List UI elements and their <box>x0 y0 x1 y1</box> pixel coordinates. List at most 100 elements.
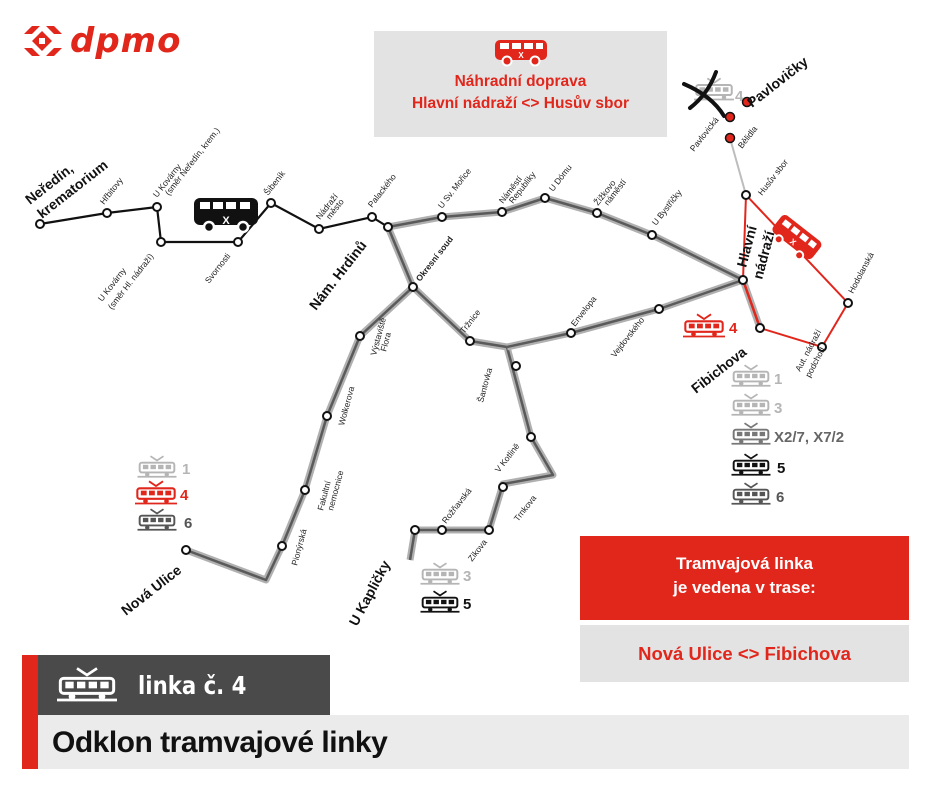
diversion-route-box: Nová Ulice <> Fibichova <box>580 625 909 682</box>
label-vystaviste-b: Flora <box>378 331 393 353</box>
stops <box>35 190 853 555</box>
stop-okresni-soud <box>408 282 418 292</box>
stop-wolkerova <box>322 411 332 421</box>
tram-icon <box>731 393 771 416</box>
stop-pavlovicky <box>741 96 753 108</box>
nova-ulice-line-6: 6 <box>184 515 192 532</box>
label-palackeho: Palackého <box>366 172 398 210</box>
kaplicky-line-5: 5 <box>463 596 471 613</box>
label-u-bystricky: U Bystřičky <box>650 187 685 227</box>
stop-hodolanska <box>843 298 853 308</box>
stop-u-kaplicky <box>410 525 420 535</box>
title-bar: Odklon tramvajové linky <box>38 715 909 769</box>
fibichova-lines: 1 3 X2/7, X7/2 5 6 <box>731 364 844 506</box>
fibichova-red-line-number: 4 <box>729 320 738 337</box>
stop-roznavska <box>437 525 447 535</box>
replacement-bus-route <box>741 194 850 349</box>
stop-santovka <box>511 361 521 371</box>
kaplicky-line-3: 3 <box>463 568 471 585</box>
replacement-route: Hlavní nádraží <> Husův sbor <box>411 95 630 112</box>
stop-svornosti <box>233 237 243 247</box>
pavlovicky-closed-tram: 4 <box>682 70 744 118</box>
stop-u-kovarny-1 <box>152 202 162 212</box>
stop-vystaviste <box>355 331 365 341</box>
stop-fibichova <box>755 323 765 333</box>
stop-nadrazi-mesto <box>314 224 324 234</box>
tram-icon <box>420 562 460 585</box>
line-badge-text: linka č. 4 <box>138 670 247 700</box>
stop-nova-ulice <box>181 545 191 555</box>
label-u-domu: U Dómu <box>547 162 574 193</box>
label-zikova: Zikova <box>466 537 489 563</box>
label-trznice: Tržnice <box>458 307 483 335</box>
black-bus-icon: X <box>194 198 258 234</box>
label-fibichova: Fibichova <box>688 343 750 396</box>
tram-icon <box>137 455 177 478</box>
line-badge: linka č. 4 <box>38 655 330 715</box>
title-accent-bar <box>22 655 38 769</box>
tram-icon <box>731 422 771 445</box>
stop-nam-hrdinu <box>383 222 393 232</box>
info-line-1: Tramvajová linka <box>675 554 814 573</box>
stop-u-kovarny-2 <box>156 237 166 247</box>
stop-trnkova <box>498 482 508 492</box>
fibichova-line-3: 3 <box>774 400 782 417</box>
replacement-transport-box: X Náhradní doprava Hlavní nádraží <> Hus… <box>374 31 667 137</box>
black-bus-badge: X <box>222 215 230 227</box>
stop-hrbitovy <box>102 208 112 218</box>
nova-ulice-line-4: 4 <box>180 487 189 504</box>
stop-fakultni <box>300 485 310 495</box>
dpmo-logo: dpmo <box>22 24 181 58</box>
label-u-kaplicky: U Kapličky <box>346 558 394 629</box>
nova-ulice-line-1: 1 <box>182 461 190 478</box>
label-trnkova: Trnkova <box>512 493 539 523</box>
stop-aut-nadrazi <box>817 342 827 352</box>
stop-palackeho <box>367 212 377 222</box>
fibichova-line-4: 4 <box>683 313 738 338</box>
stop-hlavni-nadrazi <box>738 275 748 285</box>
label-nova-ulice: Nová Ulice <box>118 562 184 619</box>
label-santovka: Šantovka <box>475 366 494 403</box>
tram-icon <box>57 666 117 702</box>
label-u-sv-morice: U Sv. Mořice <box>436 166 474 210</box>
tram-icon <box>135 480 177 505</box>
label-hodolanska: Hodolanská <box>846 250 876 295</box>
tram-icon <box>731 482 771 505</box>
tram-icon <box>420 590 460 613</box>
label-hrbitovy: Hřbitovy <box>98 175 126 206</box>
tram-diversion-route <box>184 194 764 584</box>
label-husuv-sbor: Husův sbor <box>756 157 790 197</box>
stop-u-sv-morice <box>437 212 447 222</box>
tram-icon <box>731 453 771 476</box>
label-v-kotline: V Kotlině <box>493 441 522 474</box>
fibichova-line-6: 6 <box>776 489 784 506</box>
stop-v-kotline <box>526 432 536 442</box>
stop-balidla <box>724 132 736 144</box>
stop-zizkovo <box>592 208 602 218</box>
tram-icon <box>137 508 177 531</box>
stop-u-domu <box>540 193 550 203</box>
label-balidla: Bělidla <box>736 124 760 150</box>
label-svornosti: Svornosti <box>203 251 233 285</box>
stop-pavlovicka <box>724 111 736 123</box>
stop-envelopa <box>566 328 576 338</box>
stop-u-bystricky <box>647 230 657 240</box>
logo-text: dpmo <box>70 21 182 61</box>
label-pavlovicky: Pavlovičky <box>744 53 811 110</box>
diversion-info-box: Tramvajová linka je vedena v trase: <box>580 536 909 620</box>
label-nam-hrdinu: Nám. Hrdinů <box>306 237 370 312</box>
stop-nam-republiky <box>497 207 507 217</box>
stop-pionyrska <box>277 541 287 551</box>
fibichova-line-x: X2/7, X7/2 <box>774 429 844 446</box>
info-line-2: je vedena v trase: <box>673 578 816 597</box>
label-pavlovicka: Pavlovická <box>688 115 721 153</box>
replacement-bus-badge: X <box>518 51 524 60</box>
replacement-title: Náhradní doprava <box>454 73 587 90</box>
fibichova-line-5: 5 <box>777 460 785 477</box>
fibichova-line-1: 1 <box>774 371 782 388</box>
stop-zikova <box>484 525 494 535</box>
label-u-kovarny-1b: (směr Neředín, krem.) <box>163 125 222 197</box>
stop-neredin <box>35 219 45 229</box>
stop-husuv-sbor <box>741 190 751 200</box>
